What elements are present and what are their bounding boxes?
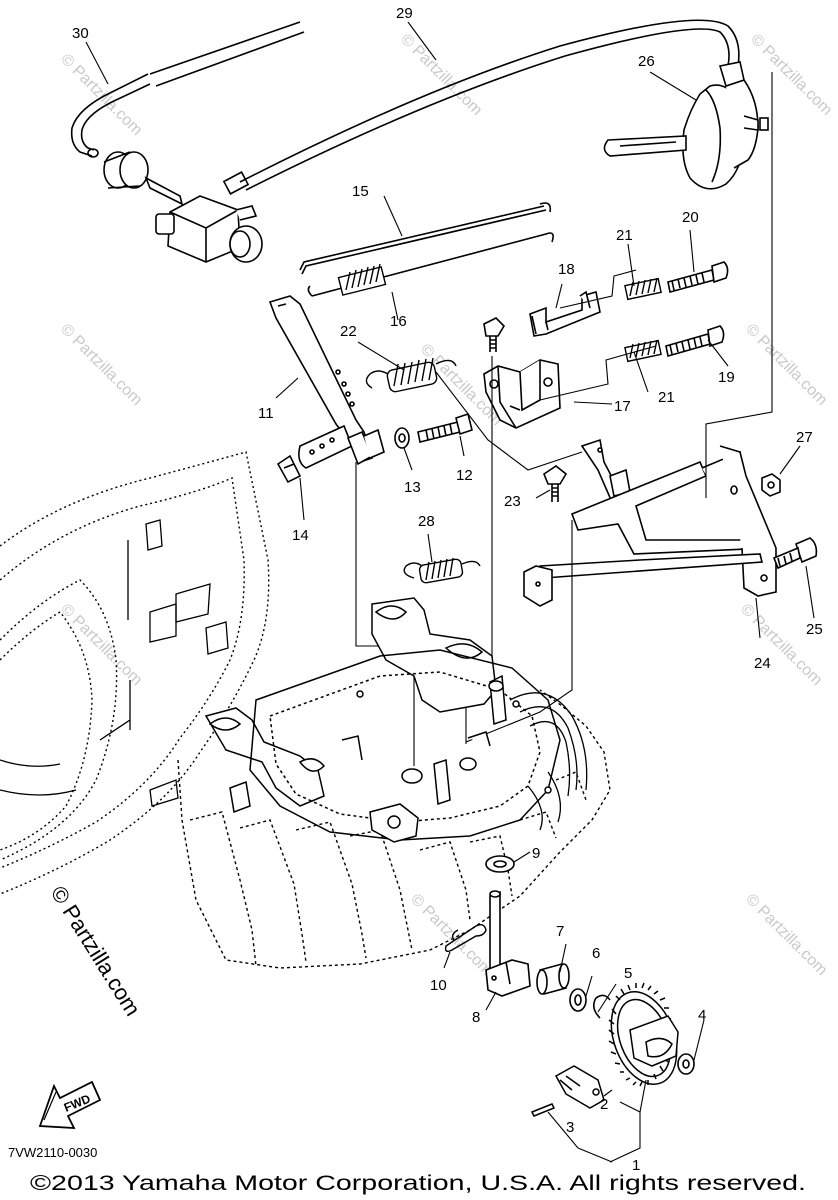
copyright-line: ©2013 Yamaha Motor Corporation, U.S.A. A… bbox=[30, 1172, 806, 1195]
diaphragm-26 bbox=[603, 61, 769, 190]
callout-3: 3 bbox=[566, 1119, 574, 1136]
washer-6 bbox=[569, 988, 587, 1012]
callout-28: 28 bbox=[418, 513, 435, 530]
callout-26: 26 bbox=[638, 53, 655, 70]
watermark-faint-10: © Partzilla.com bbox=[742, 891, 830, 979]
callout-6: 6 bbox=[592, 945, 600, 962]
watermark-faint-1: © Partzilla.com bbox=[57, 51, 145, 139]
plate-2 bbox=[554, 1065, 605, 1109]
callout-7: 7 bbox=[556, 923, 564, 940]
engine-housing-details bbox=[0, 519, 229, 807]
part-14 bbox=[276, 454, 302, 484]
crankcase-ribs bbox=[509, 692, 588, 831]
callout-29: 29 bbox=[396, 5, 413, 22]
clip-10 bbox=[444, 923, 487, 953]
rod-16 bbox=[307, 232, 554, 297]
callout-1: 1 bbox=[632, 1157, 640, 1174]
gear-1 bbox=[608, 982, 679, 1087]
callout-21-lower: 21 bbox=[658, 389, 675, 406]
callout-18: 18 bbox=[558, 261, 575, 278]
callout-24: 24 bbox=[754, 655, 771, 672]
screw-19 bbox=[665, 325, 725, 358]
bolt-12 bbox=[417, 412, 473, 443]
lever-11 bbox=[268, 295, 385, 469]
callout-17: 17 bbox=[614, 398, 631, 415]
watermark-faint-7: © Partzilla.com bbox=[57, 601, 145, 689]
watermark-faint-8: © Partzilla.com bbox=[737, 601, 825, 689]
bolt-25 bbox=[772, 537, 818, 570]
watermark-faint-3: © Partzilla.com bbox=[747, 31, 835, 119]
washer-9 bbox=[485, 855, 515, 873]
diagram-code: 7VW2110-0030 bbox=[8, 1145, 97, 1160]
washer-13 bbox=[394, 427, 410, 449]
spring-22 bbox=[365, 357, 457, 393]
callout-15: 15 bbox=[352, 183, 369, 200]
callout-23: 23 bbox=[504, 493, 521, 510]
hose-30 bbox=[70, 21, 305, 158]
bracket-18 bbox=[529, 290, 601, 337]
callout-14: 14 bbox=[292, 527, 309, 544]
fwd-arrow-icon: FWD bbox=[38, 1080, 102, 1129]
pin-3 bbox=[530, 1103, 556, 1117]
callout-19: 19 bbox=[718, 369, 735, 386]
crankcase-solid bbox=[204, 597, 561, 843]
spring-21-lower bbox=[624, 339, 662, 363]
clip-5 bbox=[592, 994, 611, 1019]
spring-28 bbox=[403, 557, 481, 584]
callout-30: 30 bbox=[72, 25, 89, 42]
callout-21-upper: 21 bbox=[616, 227, 633, 244]
bolt-23 bbox=[543, 465, 568, 502]
pin-7 bbox=[536, 962, 570, 996]
rod-15 bbox=[299, 202, 552, 275]
shaft-8 bbox=[485, 890, 531, 997]
spring-16 bbox=[337, 263, 387, 296]
callout-27: 27 bbox=[796, 429, 813, 446]
callouts: 1 2 3 4 5 6 7 8 9 10 11 12 13 14 15 16 1… bbox=[72, 5, 823, 1174]
callout-25: 25 bbox=[806, 621, 823, 638]
callout-4: 4 bbox=[698, 1007, 706, 1024]
watermark-main: © Partzilla.com bbox=[46, 881, 146, 1020]
washer-4 bbox=[677, 1053, 695, 1075]
bolt-17-screw bbox=[483, 317, 506, 352]
callout-12: 12 bbox=[456, 467, 473, 484]
callout-13: 13 bbox=[404, 479, 421, 496]
callout-9: 9 bbox=[532, 845, 540, 862]
callout-10: 10 bbox=[430, 977, 447, 994]
air-valve-assembly bbox=[103, 151, 263, 263]
callout-16: 16 bbox=[390, 313, 407, 330]
crankcase bbox=[177, 689, 611, 969]
bracket-17 bbox=[483, 359, 561, 429]
callout-11: 11 bbox=[258, 405, 274, 422]
screw-20 bbox=[667, 261, 729, 293]
bracket-24 bbox=[523, 438, 777, 607]
engine-housing bbox=[0, 451, 270, 895]
nut-27 bbox=[761, 473, 781, 497]
watermark-faint-2: © Partzilla.com bbox=[397, 31, 485, 119]
callout-22: 22 bbox=[340, 323, 357, 340]
hose-29 bbox=[222, 19, 740, 195]
callout-2: 2 bbox=[600, 1096, 608, 1113]
watermark-faint-6: © Partzilla.com bbox=[742, 321, 830, 409]
callout-leaders bbox=[85, 21, 815, 1163]
callout-8: 8 bbox=[472, 1009, 480, 1026]
callout-5: 5 bbox=[624, 965, 632, 982]
spring-21-upper bbox=[624, 277, 662, 301]
watermark-faint-4: © Partzilla.com bbox=[57, 321, 145, 409]
callout-20: 20 bbox=[682, 209, 699, 226]
